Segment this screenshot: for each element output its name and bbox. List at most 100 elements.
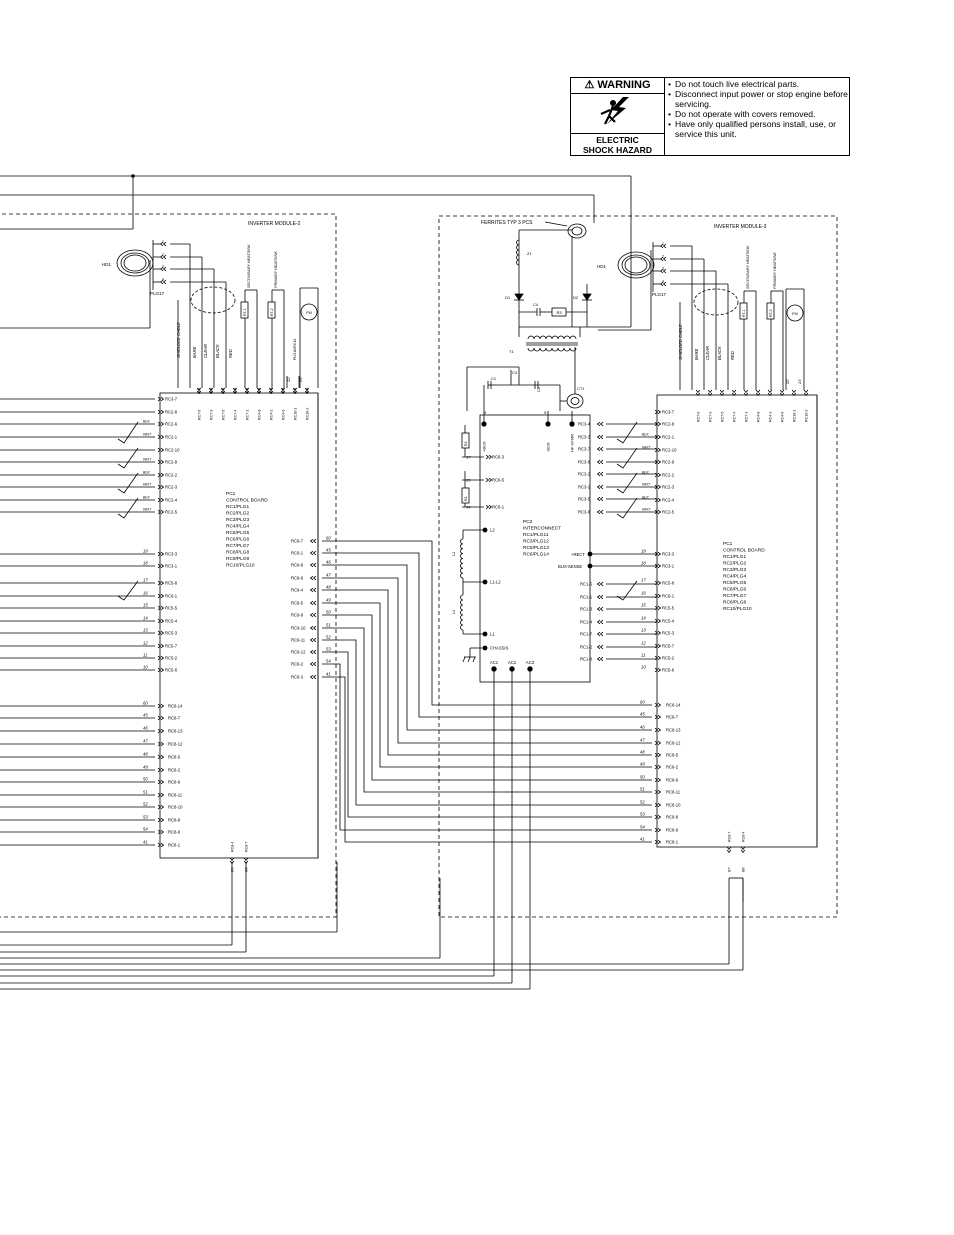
pin-mark bbox=[157, 472, 165, 478]
pin-mark bbox=[596, 471, 604, 477]
pin-label: RC2-10 bbox=[662, 448, 677, 453]
connector-chevron bbox=[159, 241, 164, 247]
connector-chevron bbox=[596, 594, 601, 600]
thermistor-rt1 bbox=[240, 301, 249, 319]
pc1-top-pin-label: RC10-2 bbox=[306, 408, 310, 420]
connector-chevron bbox=[160, 817, 165, 823]
ferrite-core bbox=[567, 223, 587, 239]
connector-chevron bbox=[657, 764, 662, 770]
thermistor-rt2 bbox=[267, 301, 276, 319]
connector-chevron bbox=[599, 459, 604, 465]
connector-chevron bbox=[244, 387, 250, 392]
wire-color: WHT bbox=[143, 508, 152, 512]
connector-chevron bbox=[654, 434, 659, 440]
pc1-top-pin-mark bbox=[719, 389, 725, 397]
connector-chevron bbox=[659, 281, 664, 287]
plg-pin-number: 2 bbox=[662, 255, 664, 259]
pin-mark bbox=[309, 562, 317, 568]
wire-number: 18 bbox=[143, 561, 148, 566]
connector-chevron bbox=[309, 649, 314, 655]
wire-number: 16 bbox=[143, 591, 148, 596]
twisted-pair-mark bbox=[117, 447, 139, 469]
connector-chevron bbox=[695, 389, 701, 394]
pin-label: RC5-3 bbox=[662, 631, 675, 636]
transformer-t1-winding bbox=[545, 335, 553, 340]
pin-label: RC8-11 bbox=[168, 793, 183, 798]
connector-chevron bbox=[659, 268, 664, 274]
electric-shock-icon bbox=[600, 97, 629, 125]
connector-chevron bbox=[160, 580, 165, 586]
connector-chevron bbox=[596, 459, 601, 465]
connector-chevron bbox=[312, 649, 317, 655]
pin-mark bbox=[654, 563, 662, 569]
connector-chevron bbox=[157, 551, 162, 557]
pin-mark bbox=[654, 777, 662, 783]
pin-mark bbox=[157, 792, 165, 798]
pin-mark bbox=[596, 606, 604, 612]
connector-chevron bbox=[160, 409, 165, 415]
connector-chevron bbox=[657, 421, 662, 427]
pc1-top-pin-label: RC7-6 bbox=[198, 410, 202, 420]
pin-mark bbox=[157, 509, 165, 515]
connector-chevron bbox=[654, 580, 659, 586]
component-label: C1 bbox=[491, 376, 497, 381]
connector-chevron bbox=[743, 392, 749, 397]
pin-mark bbox=[654, 459, 662, 465]
pc2-terminal-label: CHASSIS bbox=[490, 646, 509, 651]
wire-number: 13 bbox=[143, 628, 148, 633]
component-label: R1 bbox=[464, 496, 468, 501]
wire-number: 47 bbox=[640, 738, 645, 743]
component-label: L2 bbox=[452, 552, 456, 556]
connector-chevron bbox=[596, 471, 601, 477]
transformer-t1-winding bbox=[527, 335, 535, 340]
pin-mark bbox=[654, 764, 662, 770]
connector-chevron bbox=[162, 266, 167, 272]
connector-chevron bbox=[599, 619, 604, 625]
pin-label: RC8-13 bbox=[666, 728, 681, 733]
resistor-r3 bbox=[551, 307, 567, 317]
pin-mark bbox=[157, 728, 165, 734]
wire-number: 49 bbox=[143, 765, 148, 770]
wire-color: BLK bbox=[143, 420, 150, 424]
connector-chevron bbox=[160, 563, 165, 569]
pin-mark bbox=[654, 630, 662, 636]
connector-chevron bbox=[159, 266, 164, 272]
connector-chevron bbox=[157, 817, 162, 823]
pc1-top-pin-label: RC4-8 bbox=[757, 412, 761, 422]
pin-mark bbox=[654, 667, 662, 673]
pin-mark bbox=[485, 454, 493, 460]
pin-label: RC5-7 bbox=[165, 644, 178, 649]
connector-chevron bbox=[160, 421, 165, 427]
pin-mark bbox=[654, 580, 662, 586]
connector-chevron bbox=[657, 447, 662, 453]
resistor-r1 bbox=[461, 487, 470, 504]
hd-label: HD1 bbox=[597, 264, 606, 269]
pin-mark bbox=[654, 789, 662, 795]
pin-label: RC2-10 bbox=[165, 448, 180, 453]
plg-pin-number: 2 bbox=[162, 253, 164, 257]
pin-label: RC9-11 bbox=[291, 638, 306, 643]
cable-label: CLEAR bbox=[705, 346, 710, 360]
pin-label: RC1-5 bbox=[580, 582, 593, 587]
pin-mark bbox=[157, 605, 165, 611]
transformer-t1-winding bbox=[551, 335, 559, 340]
component-label: Z1 bbox=[527, 251, 532, 256]
cable-label: BARE bbox=[192, 346, 197, 358]
connector-chevron bbox=[596, 631, 601, 637]
twisted-pair-mark bbox=[616, 580, 638, 601]
hall-device-ring bbox=[120, 252, 150, 274]
pin-label: RC5-8 bbox=[662, 581, 675, 586]
pc1-top-pin-label: RC16-1 bbox=[294, 408, 298, 420]
connector-chevron bbox=[304, 390, 310, 395]
pin-mark bbox=[654, 839, 662, 845]
shielded-cable-group bbox=[693, 288, 739, 316]
pc1-text: RC5/PLG5 bbox=[226, 530, 250, 536]
pin-label: RC3-1 bbox=[662, 564, 675, 569]
cable-label: CLEAR bbox=[203, 344, 208, 358]
wire-number: 10 bbox=[143, 665, 148, 670]
connector-chevron bbox=[599, 471, 604, 477]
pin-label: RC5-5 bbox=[662, 606, 675, 611]
hazard-line-1: ELECTRIC bbox=[596, 135, 639, 145]
connector-chevron bbox=[160, 472, 165, 478]
pin-label: RC3-4 bbox=[578, 422, 591, 427]
